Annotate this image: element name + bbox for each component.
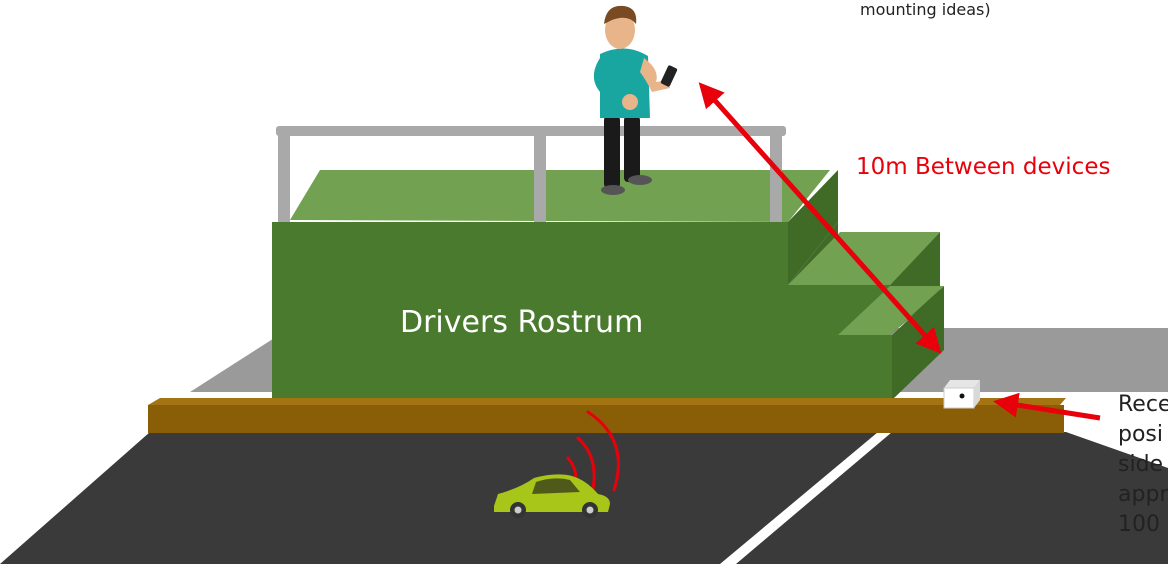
rostrum-label: Drivers Rostrum: [400, 308, 643, 338]
top-note-text: mounting ideas): [860, 2, 991, 18]
rostrum-top: [290, 170, 830, 222]
distance-label: 10m Between devices: [856, 156, 1110, 179]
person-with-phone-icon: [594, 6, 678, 195]
receiver-note-line: posi: [1118, 420, 1168, 450]
receiver-note: Rece posi side appr 100: [1118, 390, 1168, 540]
receiver-note-line: side: [1118, 450, 1168, 480]
receiver-note-line: 100: [1118, 510, 1168, 540]
receiver-box-icon: [944, 380, 980, 408]
receiver-note-line: Rece: [1118, 390, 1168, 420]
receiver-note-line: appr: [1118, 480, 1168, 510]
kerb-top: [148, 398, 1066, 405]
